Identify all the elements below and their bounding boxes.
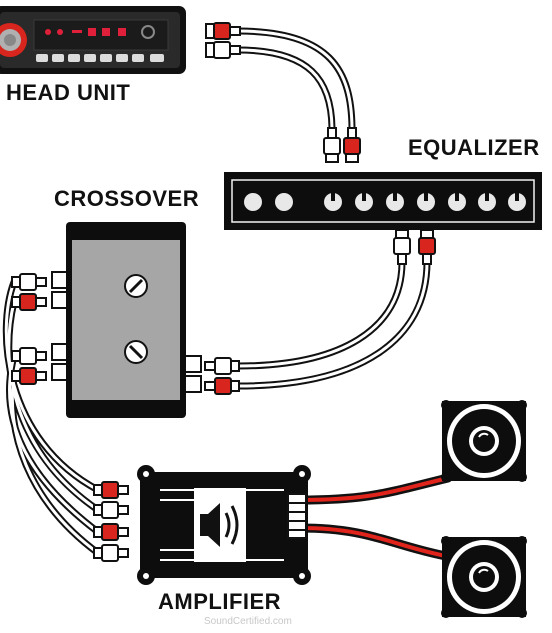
rca-plug-red [93,523,129,541]
preset-buttons [36,54,164,62]
rca-plug-red [205,22,241,40]
rca-plug-white [93,544,129,562]
rca-plug-white [93,501,129,519]
watermark: SoundCertified.com [204,616,292,627]
equalizer-knobs [244,193,293,211]
crossover-dial-icon [124,274,148,364]
rca-plug-white [11,347,47,365]
rca-plug-white [204,357,240,375]
speaker-icon [441,400,527,482]
amplifier [137,465,311,585]
head-unit-label: HEAD UNIT [6,80,131,105]
rca-plug-white [393,229,411,265]
crossover [51,222,202,418]
rca-plug-red [93,481,129,499]
rca-plug-white [11,273,47,291]
equalizer-label: EQUALIZER [408,135,540,160]
rca-plug-white [205,41,241,59]
equalizer [224,172,542,230]
rca-plug-red [204,377,240,395]
speaker-wires [295,473,453,561]
rca-plug-red [418,229,436,265]
rca-plug-white [323,127,341,163]
rca-plug-red [11,293,47,311]
speaker-sound-icon [194,488,246,562]
rca-plug-red [11,367,47,385]
equalizer-knob-icon [324,193,526,211]
head-unit [0,6,186,74]
radio-display [45,28,126,36]
speaker-icon [441,536,527,618]
crossover-label: CROSSOVER [54,186,200,211]
amplifier-label: AMPLIFIER [158,589,282,614]
rca-plug-red [343,127,361,163]
